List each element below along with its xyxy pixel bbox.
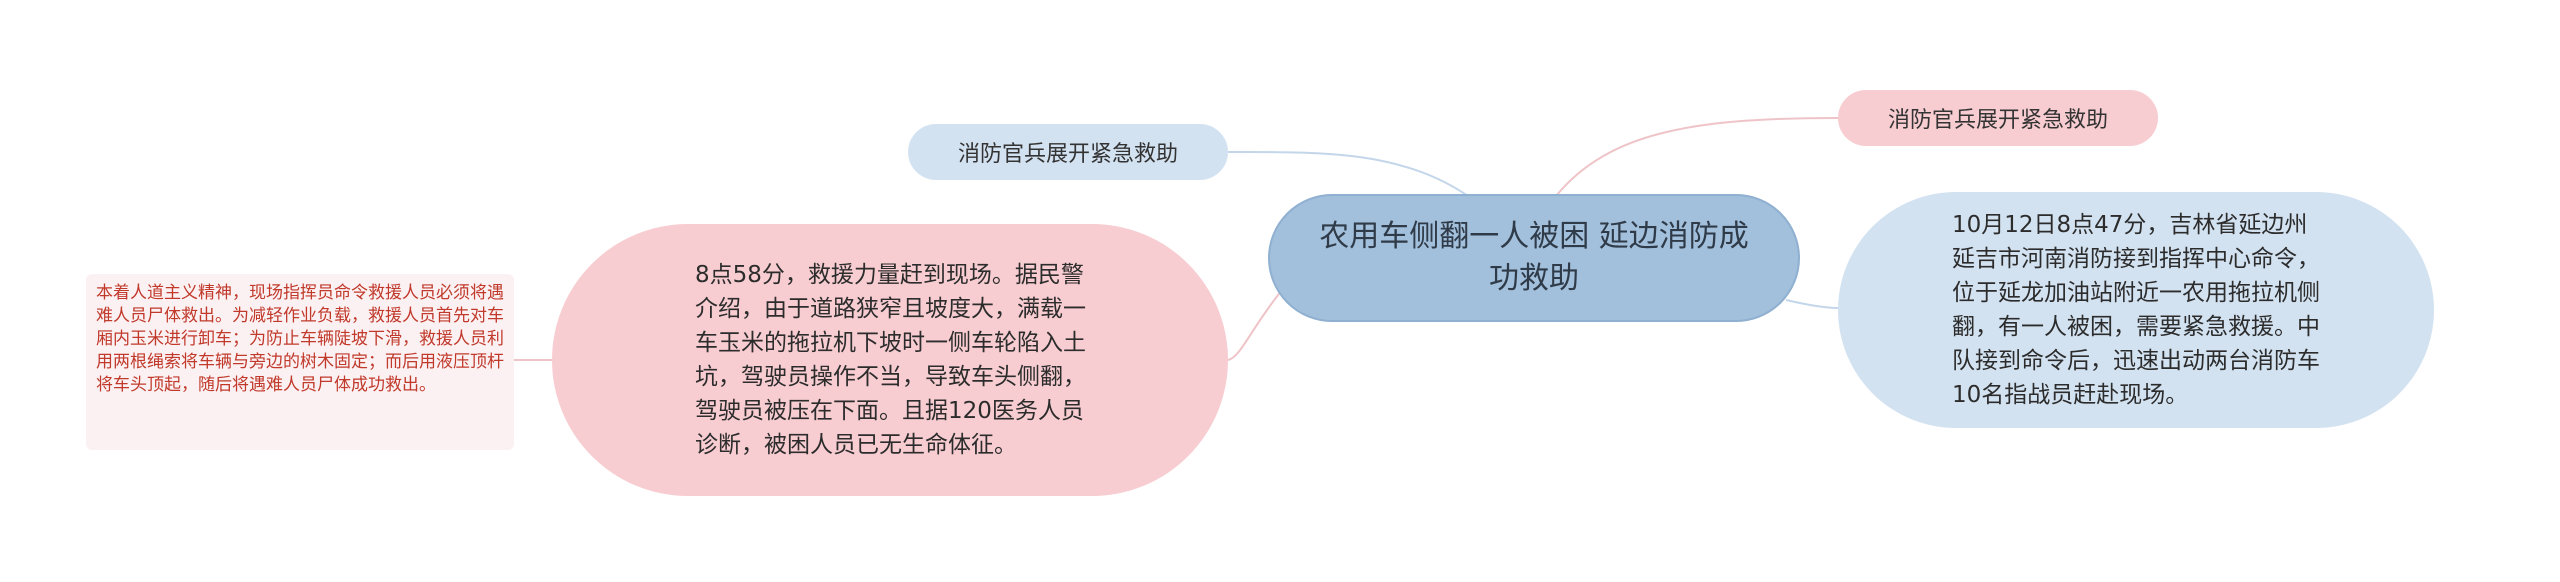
connector-root-left-label: [1227, 150, 1469, 197]
connector-root-right-label: [1555, 117, 1839, 197]
branch-label-left[interactable]: 消防官兵展开紧急救助: [908, 124, 1228, 180]
branch-node-right-main[interactable]: 10月12日8点47分，吉林省延边州延吉市河南消防接到指挥中心命令，位于延龙加油…: [1838, 192, 2434, 428]
branch-label-left-text: 消防官兵展开紧急救助: [957, 142, 1178, 167]
branch-node-right-main-text: 10月12日8点47分，吉林省延边州延吉市河南消防接到指挥中心命令，位于延龙加油…: [1952, 212, 2320, 408]
central-topic[interactable]: 农用车侧翻一人被困 延边消防成功救助: [1268, 194, 1800, 322]
branch-label-right-text: 消防官兵展开紧急救助: [1887, 108, 2108, 133]
branch-node-left-main-text: 8点58分，救援力量赶到现场。据民警介绍，由于道路狭窄且坡度大，满载一车玉米的拖…: [695, 262, 1086, 458]
connector-root-left-main: [1227, 289, 1283, 361]
branch-label-right[interactable]: 消防官兵展开紧急救助: [1838, 90, 2158, 146]
leaf-node-rescue-detail-text: 本着人道主义精神，现场指挥员命令救援人员必须将遇难人员尸体救出。为减轻作业负载，…: [96, 283, 504, 395]
branch-node-left-main[interactable]: 8点58分，救援力量赶到现场。据民警介绍，由于道路狭窄且坡度大，满载一车玉米的拖…: [552, 224, 1228, 496]
connector-root-right-main: [1785, 299, 1839, 309]
central-topic-text: 农用车侧翻一人被困 延边消防成功救助: [1319, 219, 1749, 296]
leaf-node-rescue-detail[interactable]: 本着人道主义精神，现场指挥员命令救援人员必须将遇难人员尸体救出。为减轻作业负载，…: [86, 274, 514, 450]
